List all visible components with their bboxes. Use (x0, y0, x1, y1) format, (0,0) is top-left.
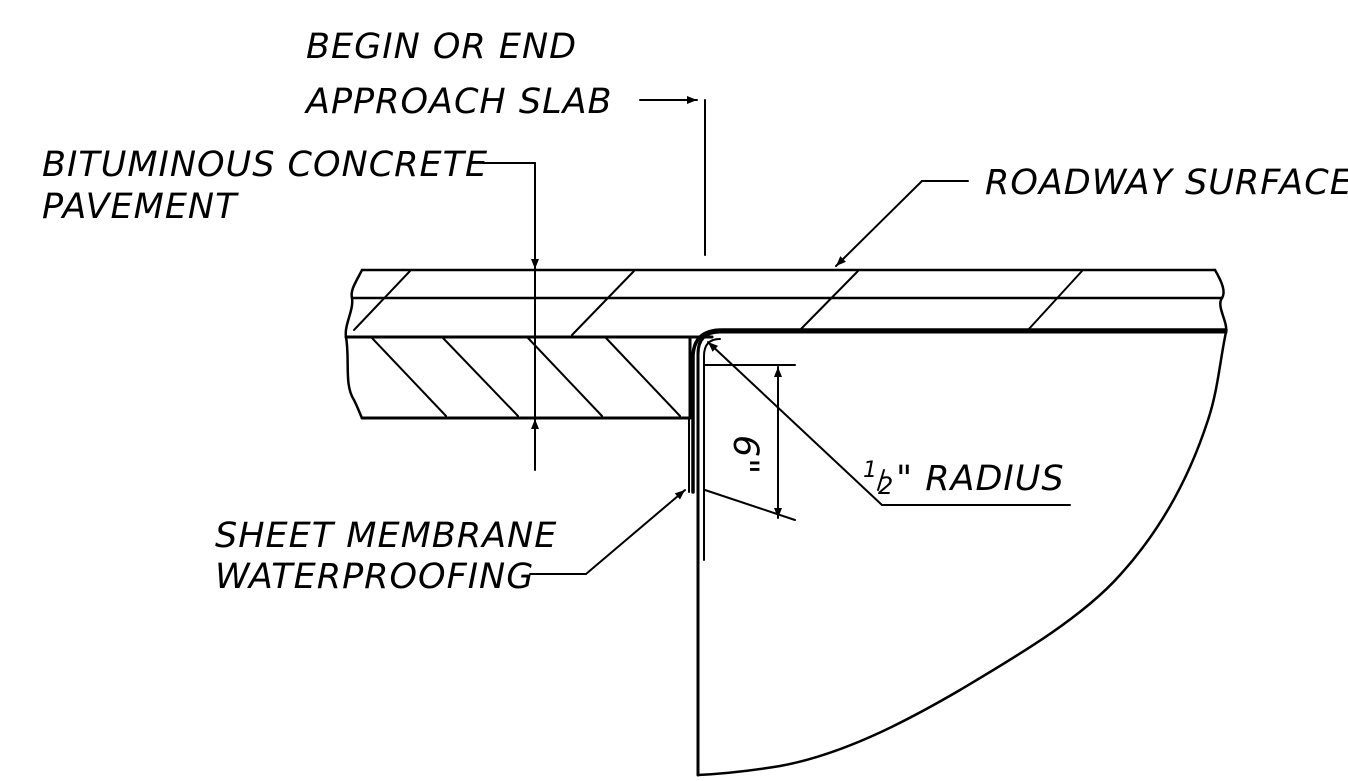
roadway-surface-label: ROADWAY SURFACE (985, 163, 1348, 203)
approach-slab-hatching (371, 337, 681, 417)
membrane-label-line2: WATERPROOFING (215, 557, 534, 597)
membrane-label-line1: SHEET MEMBRANE (215, 516, 557, 556)
approach-slab (344, 335, 692, 420)
radius-label: 1 2 " RADIUS (863, 458, 1065, 500)
pavement-label-line2: PAVEMENT (42, 187, 239, 227)
radius-numerator: 1 (863, 458, 878, 483)
approach-slab-label-line2: APPROACH SLAB (304, 82, 613, 122)
membrane-leader (529, 489, 686, 575)
dimension-six-inch-label: 6" (725, 435, 765, 475)
approach-slab-label-line1: BEGIN OR END (306, 27, 577, 67)
bridge-backwall (696, 330, 1228, 777)
radius-text: " RADIUS (896, 459, 1065, 499)
roadway-leader (835, 180, 969, 267)
six-inch-dimension (704, 364, 796, 521)
pavement-label-line1: BITUMINOUS CONCRETE (42, 145, 488, 185)
radius-denominator: 2 (878, 472, 894, 500)
radius-leader (707, 341, 1071, 506)
sheet-membrane (688, 328, 1228, 494)
approach-slab-end-marker (639, 96, 706, 256)
pavement-leader (482, 162, 539, 471)
pavement-layer (344, 268, 1228, 339)
pavement-hatching (353, 270, 1083, 336)
